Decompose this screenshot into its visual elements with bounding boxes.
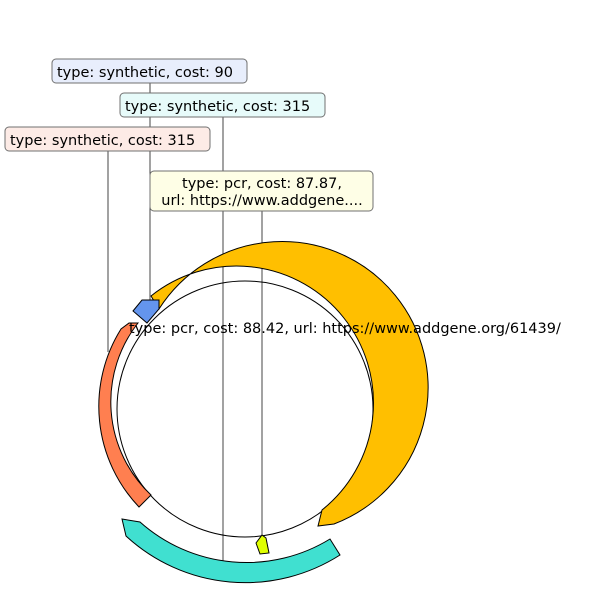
label-box-3: type: synthetic, cost: 315 <box>4 126 211 152</box>
inline-feature-label: type: pcr, cost: 88.42, url: https://www… <box>129 321 561 337</box>
feature-orange-arrow <box>150 241 429 527</box>
label-box-1-text: type: synthetic, cost: 90 <box>57 65 233 81</box>
label-box-2: type: synthetic, cost: 315 <box>119 92 326 118</box>
label-box-1: type: synthetic, cost: 90 <box>51 58 248 84</box>
feature-coral-arrow <box>98 322 152 508</box>
label-box-2-bg <box>119 92 326 118</box>
label-box-3-text: type: synthetic, cost: 315 <box>10 133 195 149</box>
label-box-4-line-1: type: pcr, cost: 87.87, <box>182 176 342 192</box>
label-box-4-bg <box>149 170 374 212</box>
label-box-1-bg <box>51 58 248 84</box>
label-box-4: type: pcr, cost: 87.87, url: https://www… <box>149 170 374 212</box>
label-box-4-line-2: url: https://www.addgene.... <box>161 193 362 209</box>
feature-lime-arrow <box>255 534 270 555</box>
label-box-2-text: type: synthetic, cost: 315 <box>125 99 310 115</box>
feature-blue-arrow <box>132 299 160 324</box>
label-box-3-bg <box>4 126 211 152</box>
feature-teal-arrow <box>121 518 341 584</box>
